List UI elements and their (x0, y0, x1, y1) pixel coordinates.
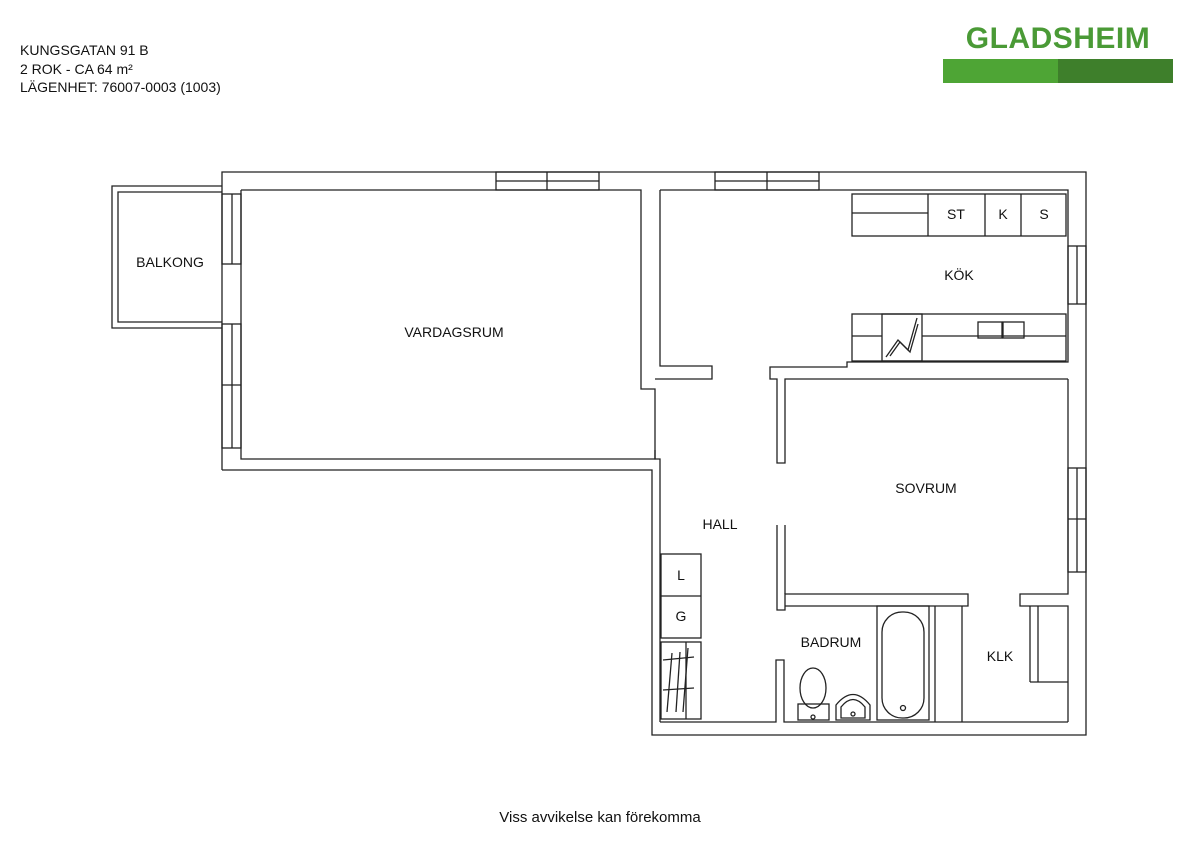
room-label-balkong: BALKONG (136, 254, 204, 270)
fixture-label-g: G (676, 608, 687, 624)
room-label-badrum: BADRUM (801, 634, 862, 650)
fixture-label-l: L (677, 567, 685, 583)
disclaimer-text: Viss avvikelse kan förekomma (499, 809, 701, 826)
room-label-hall: HALL (702, 516, 737, 532)
kitchen-fixtures (851, 193, 1067, 362)
gladsheim-logo: GLADSHEIM (943, 20, 1173, 84)
room-label-klk: KLK (987, 648, 1014, 664)
logo-bar-light (943, 59, 1058, 83)
apartment-info: KUNGSGATAN 91 B 2 ROK - CA 64 m² LÄGENHE… (20, 41, 221, 97)
logo-bar-dark (1058, 59, 1173, 83)
fixture-label-k: K (998, 206, 1008, 222)
size-text: 2 ROK - CA 64 m² (20, 60, 133, 77)
fixture-label-st: ST (947, 206, 965, 222)
outer-walls (221, 171, 1087, 736)
address-text: KUNGSGATAN 91 B (20, 42, 149, 58)
logo-text: GLADSHEIM (965, 22, 1151, 55)
room-label-vardagsrum: VARDAGSRUM (404, 324, 503, 340)
hall-fixtures (660, 553, 702, 720)
balcony (111, 185, 222, 329)
fixture-label-s: S (1039, 206, 1048, 222)
room-label-kok: KÖK (944, 266, 974, 283)
windows (221, 171, 1087, 573)
bathroom-fixtures (797, 605, 930, 721)
apartment-number-text: LÄGENHET: 76007-0003 (1003) (20, 79, 221, 95)
room-label-sovrum: SOVRUM (895, 480, 956, 496)
